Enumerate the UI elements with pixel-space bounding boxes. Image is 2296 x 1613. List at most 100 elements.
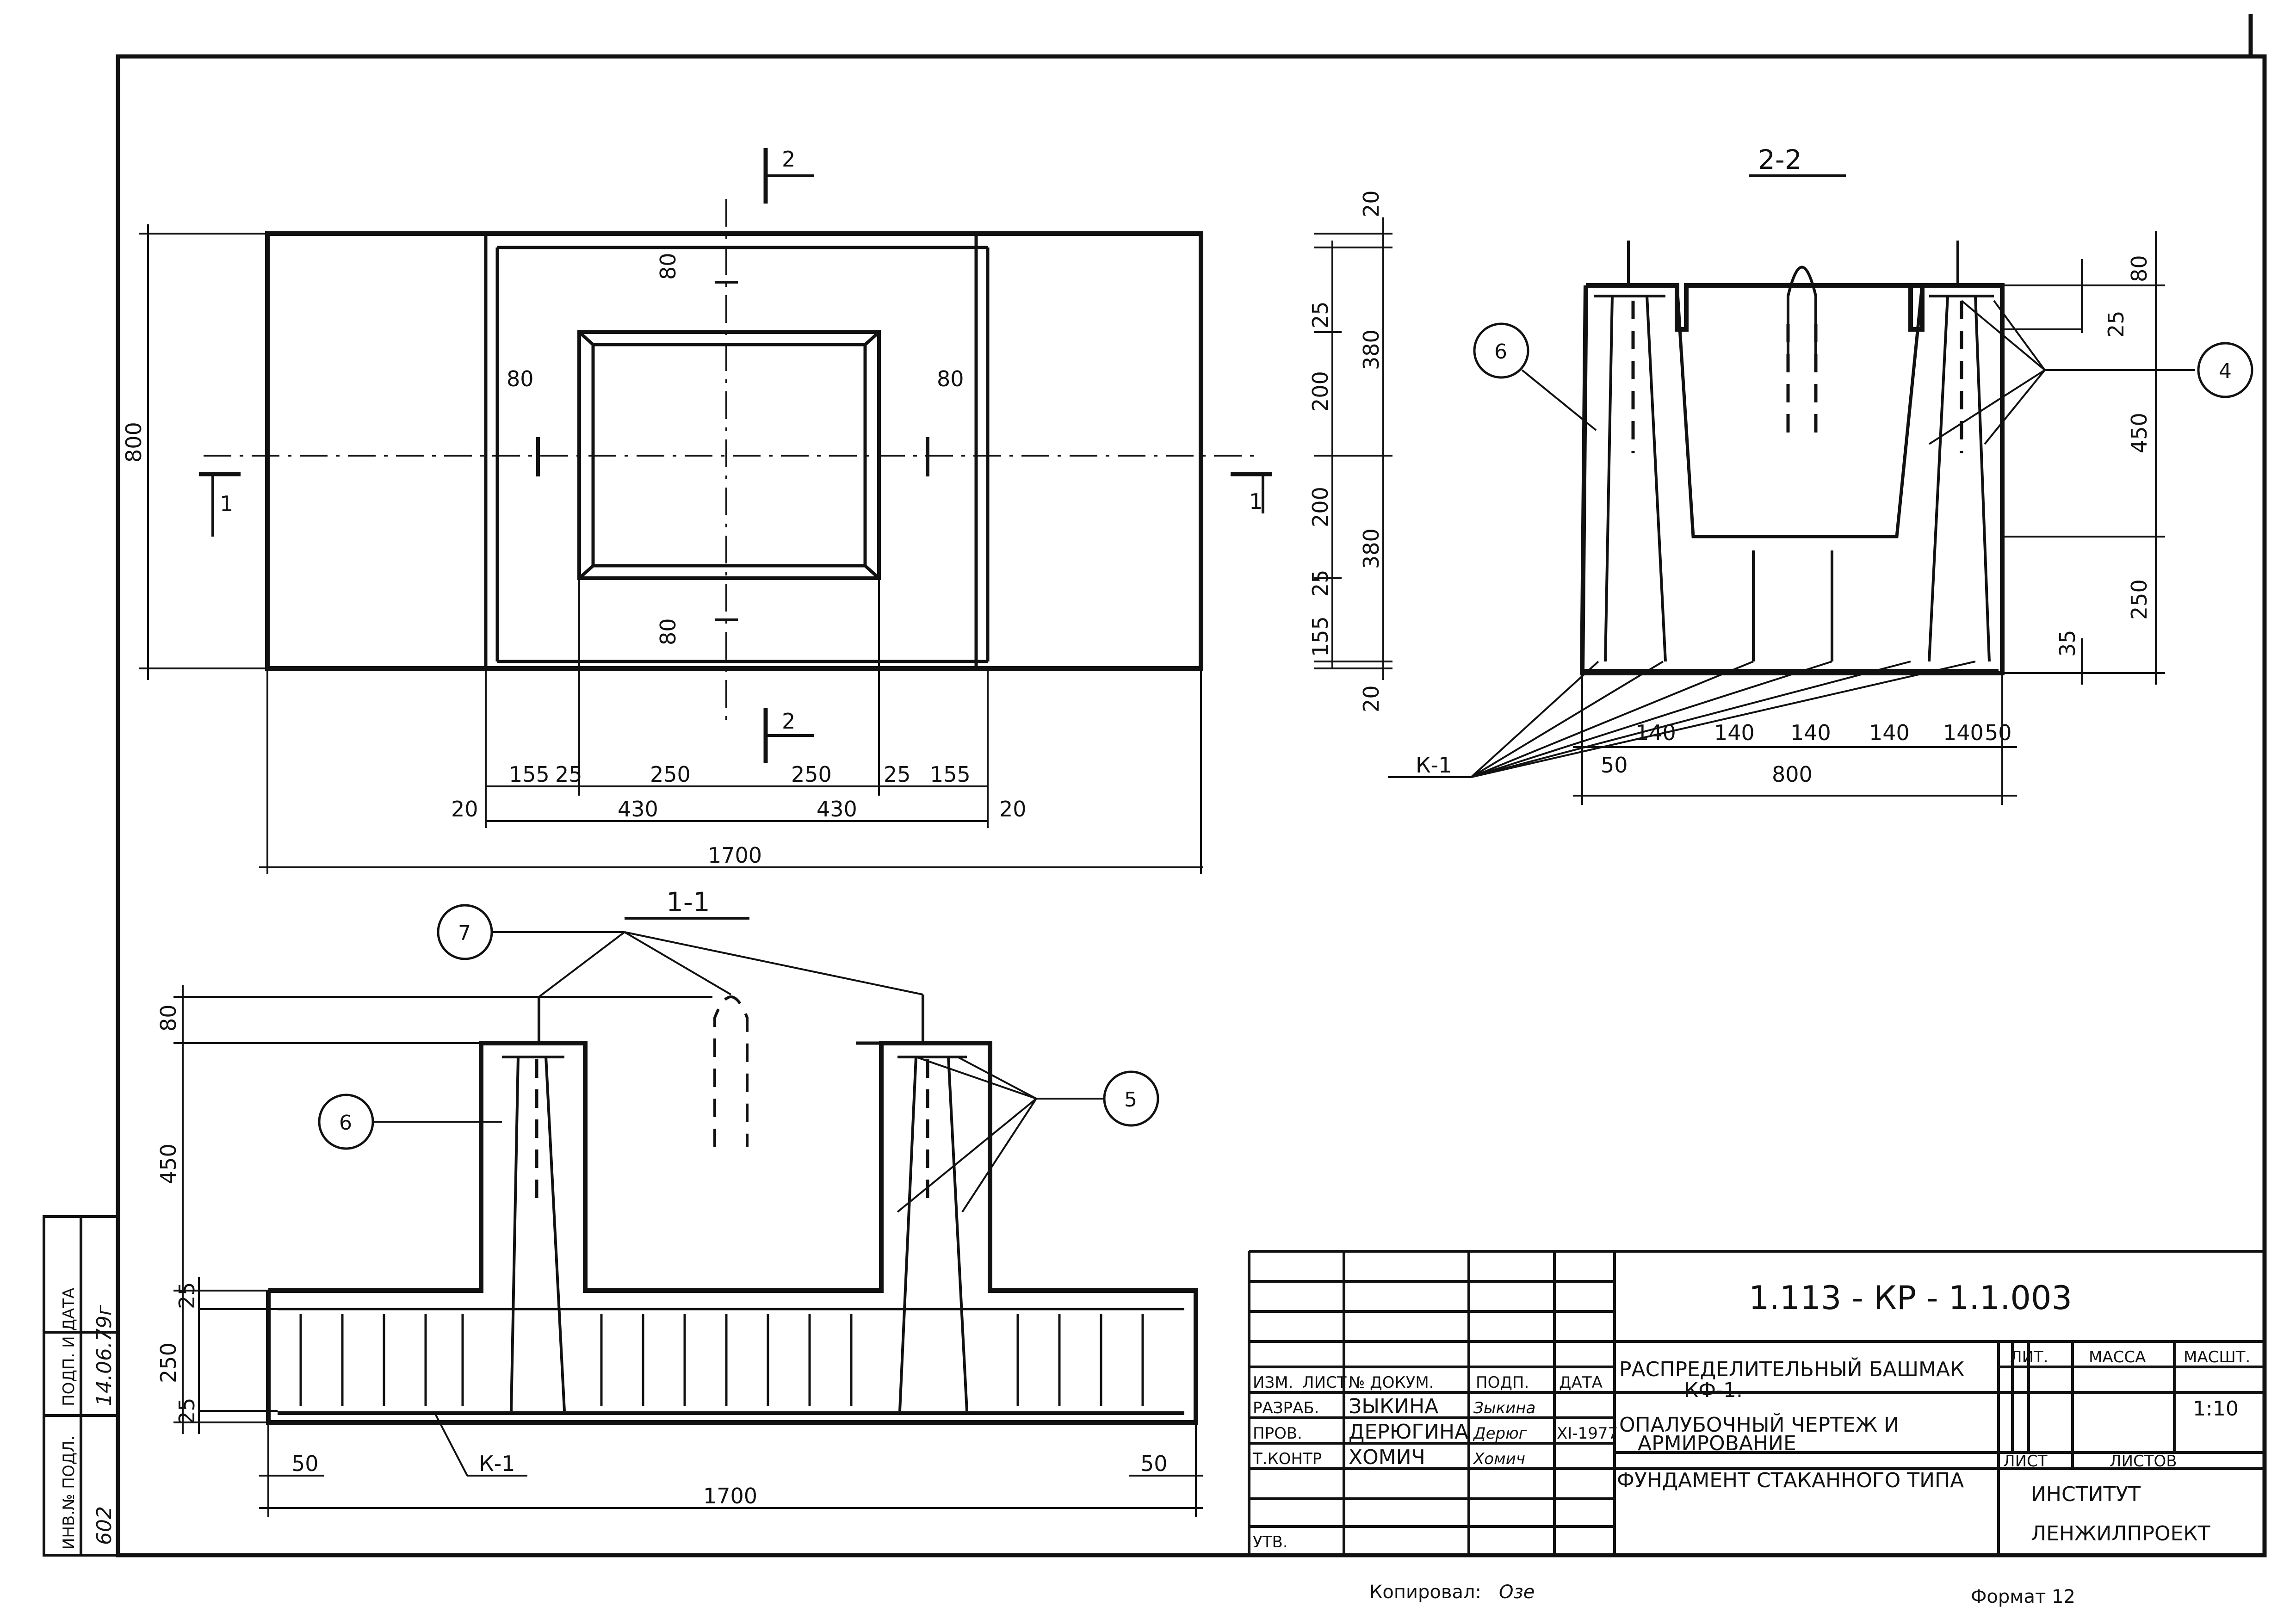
- s22-dim-140-d: 140: [1869, 720, 1910, 745]
- side-label-inv: ИНВ.№ ПОДЛ.: [60, 1435, 78, 1550]
- title-block: [1248, 1250, 2265, 1555]
- s22-rebar-label: К-1: [1416, 753, 1452, 778]
- s22-dim-25: 25: [2104, 310, 2129, 338]
- plan-dim-inner-bottom: 80: [656, 618, 681, 645]
- s11-dim-50-left: 50: [291, 1451, 319, 1476]
- plan-dim-20-right: 20: [999, 797, 1027, 822]
- side-label-sign: ПОДП. И ДАТА: [60, 1288, 78, 1406]
- plan-dim-155-right: 155: [930, 762, 971, 787]
- s22-dim-50-left: 50: [1601, 753, 1628, 778]
- tb-sheet-label: ЛИСТ: [2003, 1452, 2048, 1471]
- plan-dim-r-380-bottom: 380: [1359, 528, 1384, 569]
- s11-callout-6-label: 6: [339, 1111, 352, 1135]
- plan-socket-inner: [591, 343, 867, 568]
- plan-section-mark-right: 1: [1249, 489, 1262, 514]
- side-stamp: [43, 1215, 119, 1557]
- plan-view: [139, 148, 1392, 874]
- tb-name-tkontr: ХОМИЧ: [1349, 1446, 1425, 1469]
- plan-dim-r-20-top: 20: [1359, 190, 1384, 217]
- s22-dim-250: 250: [2127, 579, 2152, 620]
- s11-dim-50-right: 50: [1140, 1451, 1168, 1476]
- s22-dim-450: 450: [2127, 413, 2152, 453]
- s11-dim-250: 250: [156, 1342, 181, 1383]
- tb-desc-line2: КФ-1.: [1684, 1378, 1743, 1402]
- tb-desc-line1: РАСПРЕДЕЛИТЕЛЬНЫЙ БАШМАК: [1619, 1357, 1964, 1381]
- section11-title: 1-1: [666, 886, 710, 918]
- plan-dim-430-right: 430: [817, 797, 857, 822]
- s11-dim-450: 450: [156, 1143, 181, 1184]
- s11-dim-25-top: 25: [174, 1282, 199, 1309]
- s11-dim-25-bottom: 25: [174, 1397, 199, 1425]
- tb-desc-line3: ОПАЛУБОЧНЫЙ ЧЕРТЕЖ И: [1619, 1412, 1899, 1437]
- s11-callout-5-label: 5: [1124, 1088, 1137, 1112]
- plan-section-mark-left: 1: [220, 491, 233, 516]
- tb-header-izm: ИЗМ.: [1253, 1373, 1293, 1392]
- plan-dim-r-200-top: 200: [1308, 371, 1333, 412]
- s22-dim-140-a: 140: [1635, 720, 1676, 745]
- footer-copied: Копировал:: [1369, 1582, 1481, 1603]
- tb-date-prov: XI-1977: [1557, 1424, 1618, 1443]
- s22-dim-35: 35: [2055, 630, 2080, 657]
- s22-callout-6-label: 6: [1494, 340, 1507, 364]
- tb-role-utv: УТВ.: [1253, 1533, 1288, 1551]
- plan-dim-800: 800: [121, 422, 146, 463]
- tb-sign-tkontr: Хомич: [1473, 1450, 1525, 1468]
- doc-code: 1.113 - КР - 1.1.003: [1749, 1279, 2072, 1317]
- s22-dim-80: 80: [2127, 255, 2152, 282]
- tb-sheets-label: ЛИСТОВ: [2110, 1452, 2177, 1471]
- tb-name-razrab: ЗЫКИНА: [1349, 1395, 1438, 1418]
- tb-institute-line1: ИНСТИТУТ: [2031, 1483, 2141, 1506]
- plan-dim-155-left: 155: [509, 762, 550, 787]
- section-2-2: [1388, 174, 2253, 805]
- s22-dim-140-c: 140: [1790, 720, 1831, 745]
- tb-header-list: ЛИСТ: [1302, 1373, 1347, 1392]
- tb-name-prov: ДЕРЮГИНА: [1349, 1420, 1468, 1444]
- s22-dim-50-right: 50: [1985, 720, 2012, 745]
- footer-format: Формат 12: [1971, 1586, 2075, 1607]
- plan-dim-20-left: 20: [451, 797, 478, 822]
- plan-dim-r-20-bottom: 20: [1359, 685, 1384, 712]
- plan-outline: [265, 231, 1203, 671]
- s22-dim-140-e: 140: [1943, 720, 1984, 745]
- plan-dim-25-right: 25: [884, 762, 911, 787]
- plan-dim-r-380-top: 380: [1359, 329, 1384, 370]
- s22-dim-800: 800: [1772, 762, 1813, 787]
- plan-dim-r-200-bottom: 200: [1308, 487, 1333, 527]
- plan-dim-430-left: 430: [618, 797, 658, 822]
- s22-callout-4-label: 4: [2219, 359, 2232, 383]
- footer-copied-sign: Озе: [1499, 1582, 1535, 1603]
- tb-header-sign: ПОДП.: [1476, 1373, 1529, 1392]
- tb-sign-prov: Дерюг: [1473, 1424, 1528, 1443]
- section11-outline: [266, 1041, 1198, 1425]
- side-value-date: 14.06.79г: [93, 1304, 116, 1406]
- tb-institute-line2: ЛЕНЖИЛПРОЕКТ: [2031, 1522, 2210, 1545]
- side-value-inv: 602: [93, 1506, 116, 1545]
- plan-dim-25-left: 25: [555, 762, 582, 787]
- plan-section-mark-bottom: 2: [782, 709, 795, 734]
- plan-dim-250-left: 250: [650, 762, 691, 787]
- tb-mass-label: МАССА: [2089, 1348, 2146, 1366]
- tb-lit-label: ЛИТ.: [2010, 1348, 2048, 1366]
- s22-dim-140-b: 140: [1714, 720, 1755, 745]
- tb-role-razrab: РАЗРАБ.: [1253, 1399, 1319, 1417]
- plan-dim-inner-top: 80: [656, 253, 681, 280]
- plan-dim-r-25-bottom: 25: [1308, 569, 1333, 597]
- callout-6-s22: [1473, 322, 1529, 379]
- tb-scale-value: 1:10: [2193, 1397, 2239, 1421]
- tb-scale-label: МАСШТ.: [2184, 1348, 2250, 1366]
- plan-dim-r-155: 155: [1308, 616, 1333, 657]
- s11-callout-7-label: 7: [458, 921, 471, 945]
- tb-foundation-type: ФУНДАМЕНТ СТАКАННОГО ТИПА: [1617, 1469, 1964, 1492]
- plan-dim-r-25-top: 25: [1308, 301, 1333, 328]
- plan-dim-inner-left: 80: [507, 366, 534, 391]
- plan-dim-overall: 1700: [708, 843, 762, 868]
- sheet-frame: [116, 54, 2267, 1557]
- section-1-1: [173, 904, 1203, 1517]
- tb-desc-line4: АРМИРОВАНИЕ: [1638, 1432, 1796, 1455]
- s11-dim-1700: 1700: [703, 1483, 757, 1508]
- callout-4-s22: [2197, 342, 2253, 398]
- tb-header-date: ДАТА: [1559, 1373, 1603, 1392]
- s11-rebar-label: К-1: [479, 1451, 515, 1476]
- tb-header-doc: № ДОКУМ.: [1349, 1373, 1434, 1392]
